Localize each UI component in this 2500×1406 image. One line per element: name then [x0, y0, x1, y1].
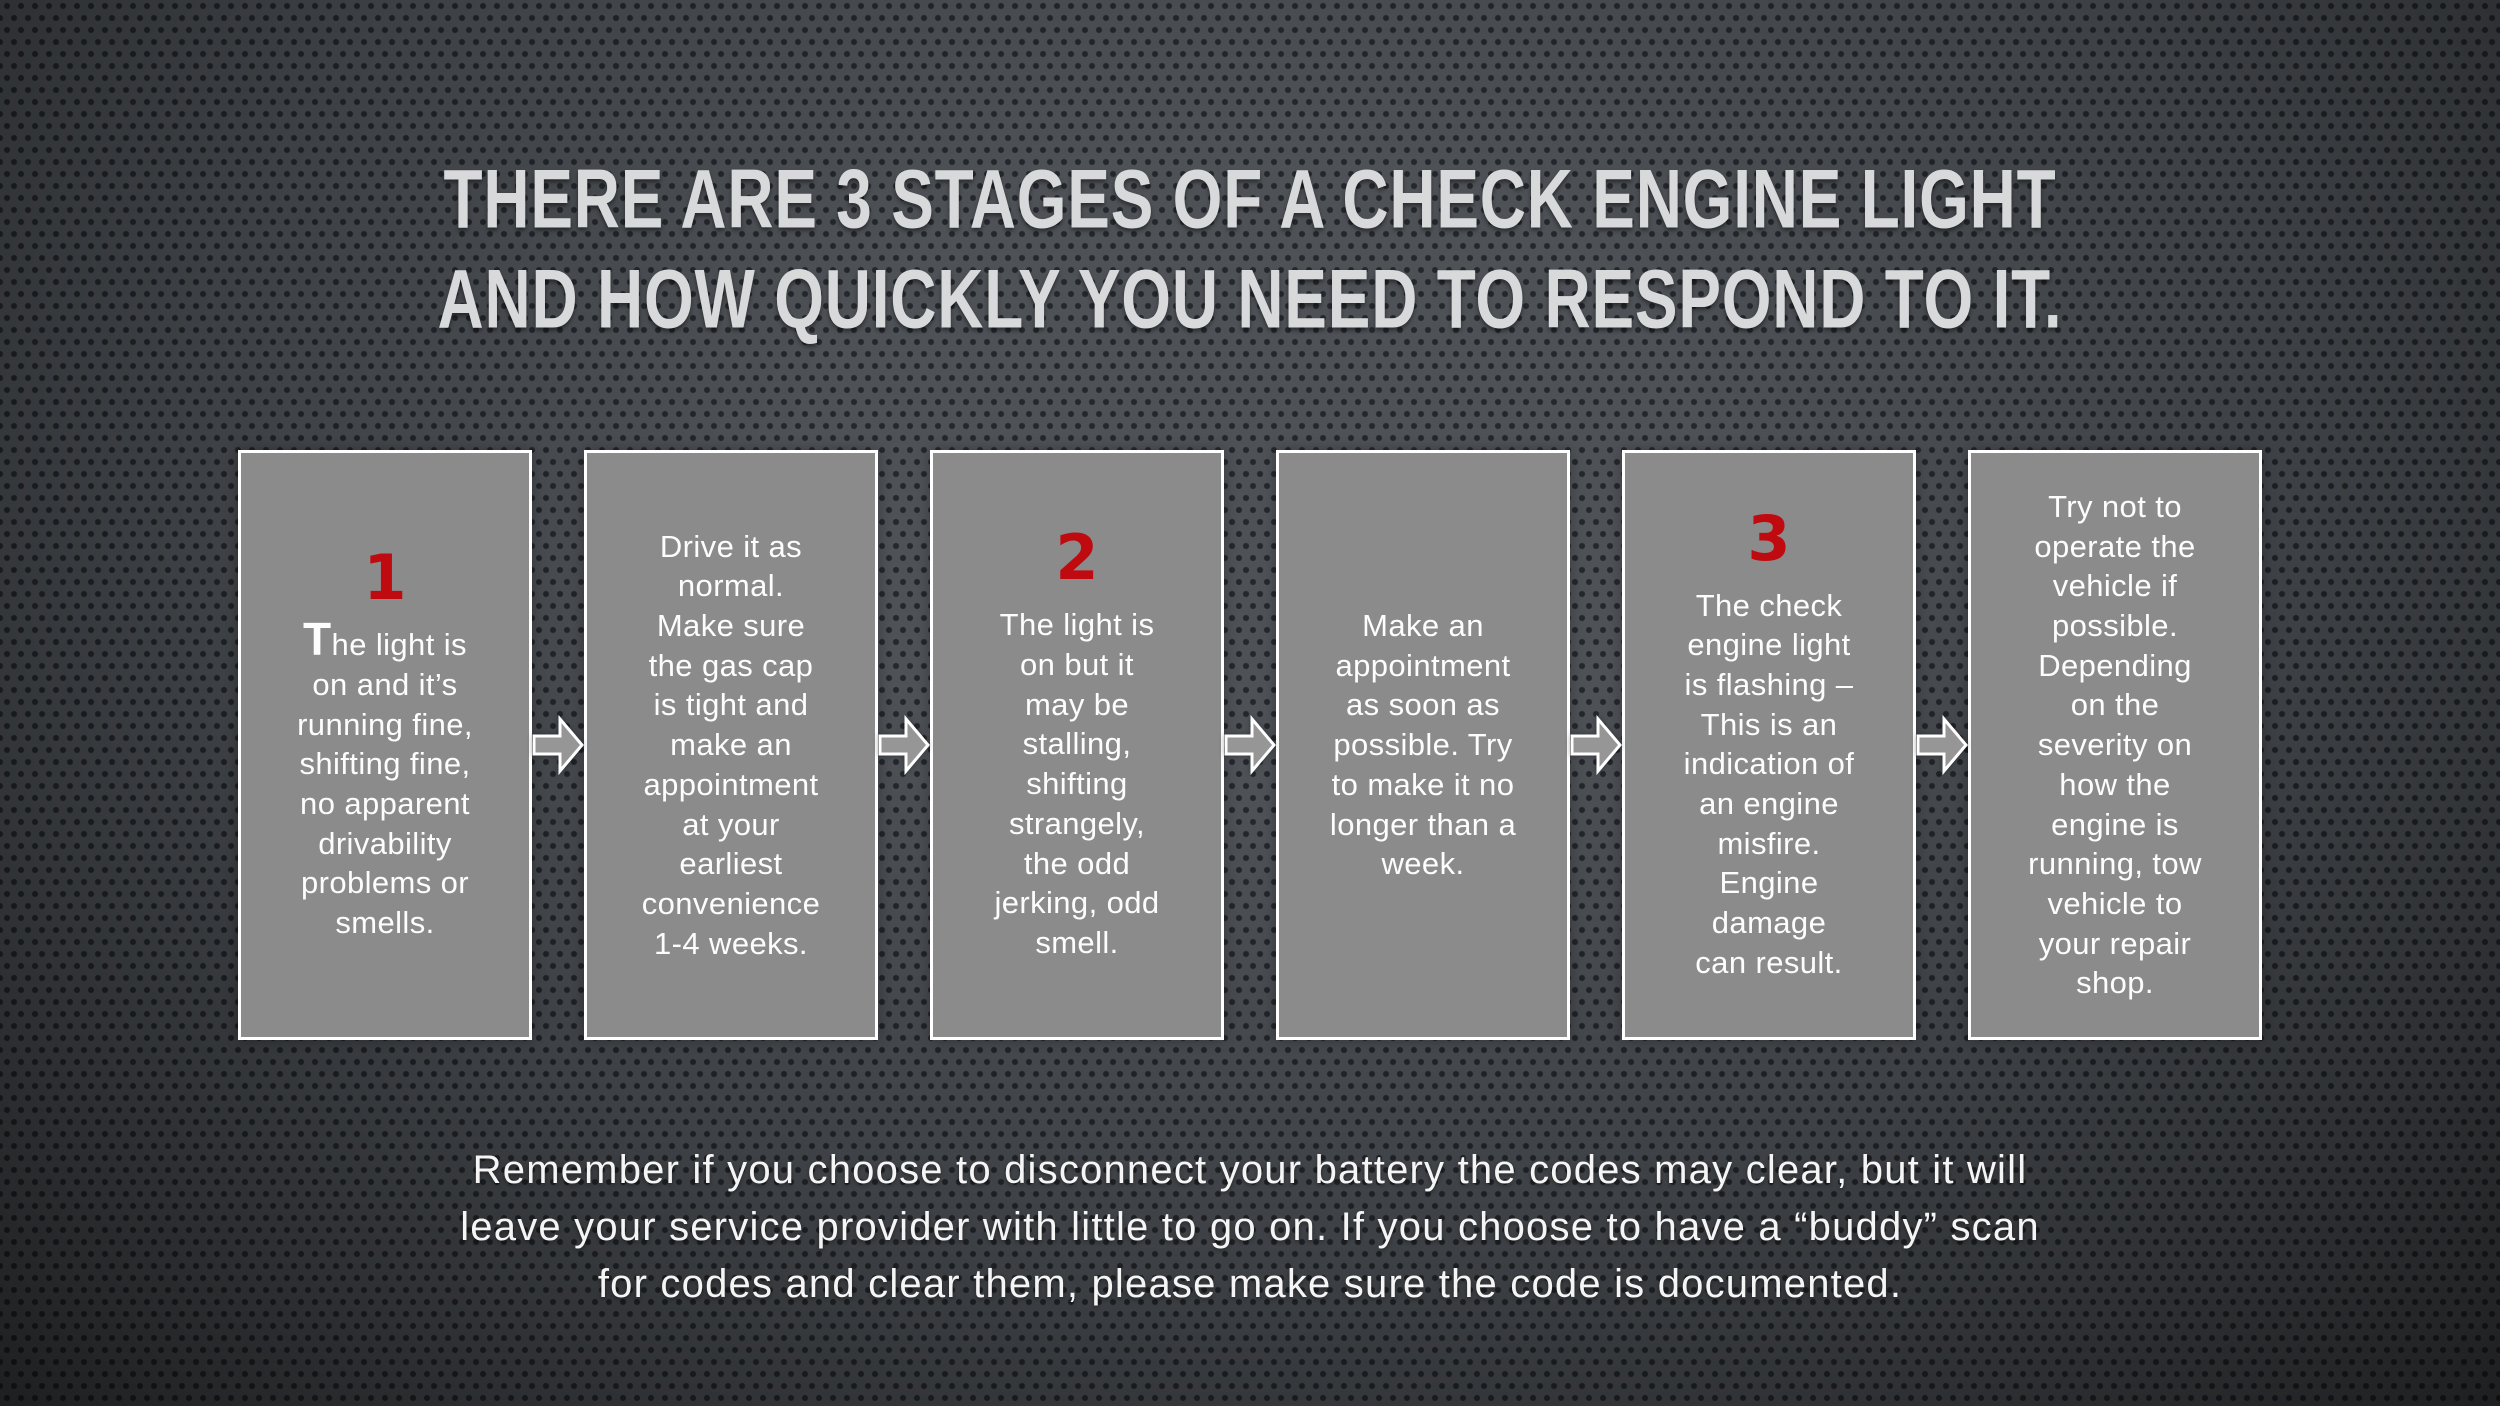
arrow-cell-4 [1570, 450, 1622, 1040]
stage-text-1-body: he light is on and it’s running fine, sh… [297, 627, 473, 941]
stage-box-3: 2 The light is on but it may be stalling… [930, 450, 1224, 1040]
arrow-cell-2 [878, 450, 930, 1040]
arrow-cell-1 [532, 450, 584, 1040]
right-arrow-icon [878, 714, 930, 776]
stage-text-6-body: Try not to operate the vehicle if possib… [2028, 489, 2202, 1001]
stage-text-4: Make an appointment as soon as possible.… [1330, 606, 1516, 884]
stage-text-5: The check engine light is flashing – Thi… [1684, 586, 1855, 983]
stage-text-2: Drive it as normal. Make sure the gas ca… [642, 527, 820, 963]
stage-box-5: 3 The check engine light is flashing – T… [1622, 450, 1916, 1040]
stage-number-3: 2 [1055, 521, 1099, 595]
title-line-1: THERE ARE 3 STAGES OF A CHECK ENGINE LIG… [443, 153, 2057, 246]
arrow-cell-5 [1916, 450, 1968, 1040]
stage-box-4: Make an appointment as soon as possible.… [1276, 450, 1570, 1040]
stage-text-1-lead-cap: T [303, 613, 332, 666]
stage-text-3-body: The light is on but it may be stalling, … [994, 607, 1160, 960]
stage-text-2-body: Drive it as normal. Make sure the gas ca… [641, 528, 821, 961]
slide-title: THERE ARE 3 STAGES OF A CHECK ENGINE LIG… [0, 150, 2500, 350]
right-arrow-icon [1570, 714, 1622, 776]
stage-number-1: 1 [363, 541, 407, 615]
stages-row: 1 The light is on and it’s running fine,… [238, 450, 2262, 1040]
stage-box-6: Try not to operate the vehicle if possib… [1968, 450, 2262, 1040]
stage-text-1: The light is on and it’s running fine, s… [297, 616, 473, 942]
stage-box-1: 1 The light is on and it’s running fine,… [238, 450, 532, 1040]
stage-text-3: The light is on but it may be stalling, … [994, 605, 1159, 962]
footer-note: Remember if you choose to disconnect you… [460, 1148, 2040, 1307]
title-line-2: AND HOW QUICKLY YOU NEED TO RESPOND TO I… [437, 253, 2063, 346]
stage-text-4-body: Make an appointment as soon as possible.… [1329, 608, 1517, 882]
arrow-cell-3 [1224, 450, 1276, 1040]
right-arrow-icon [1224, 714, 1276, 776]
right-arrow-icon [532, 714, 584, 776]
stage-number-5: 3 [1747, 501, 1791, 575]
right-arrow-icon [1916, 714, 1968, 776]
stage-box-2: Drive it as normal. Make sure the gas ca… [584, 450, 878, 1040]
stage-text-6: Try not to operate the vehicle if possib… [2028, 487, 2202, 1003]
stage-text-5-body: The check engine light is flashing – Thi… [1683, 587, 1855, 980]
